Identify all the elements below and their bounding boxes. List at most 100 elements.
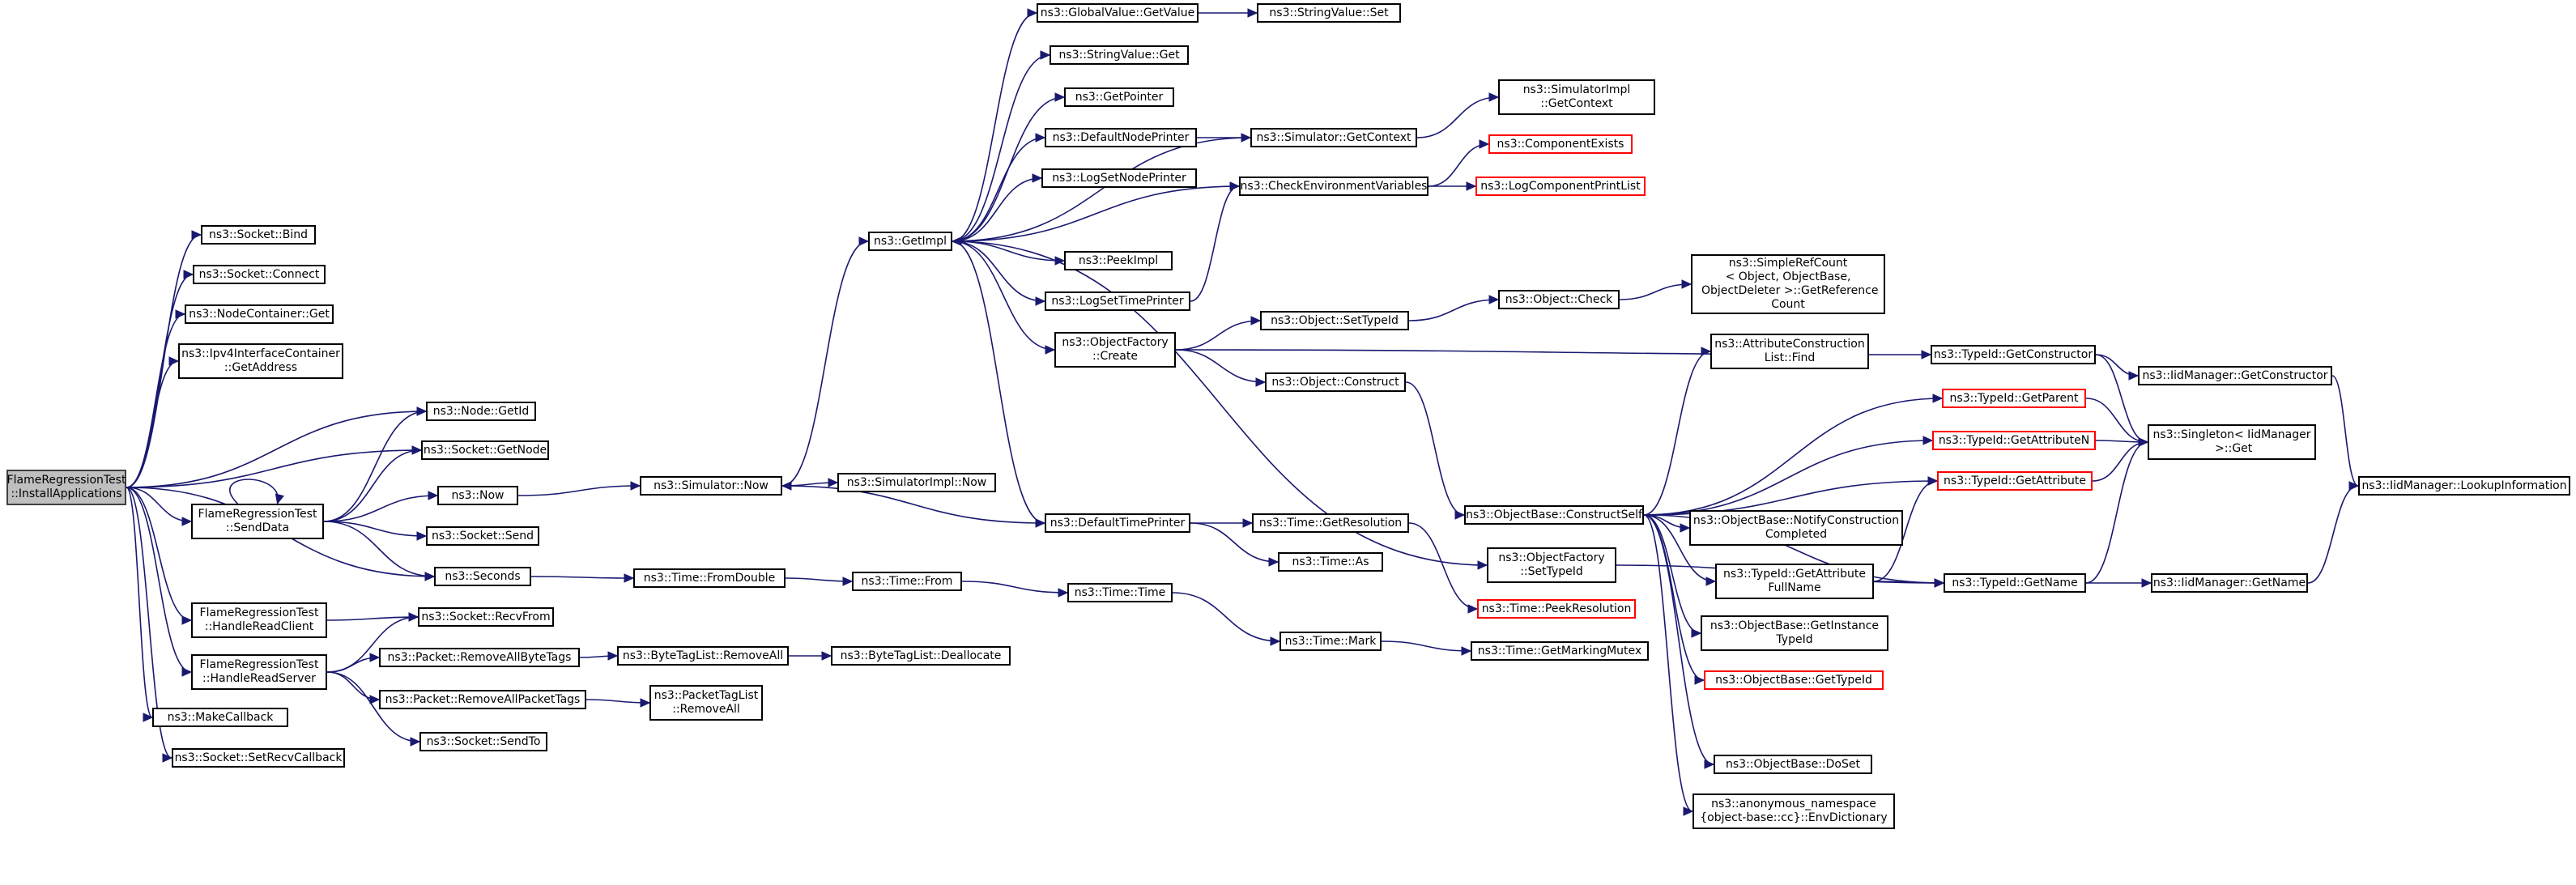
- edge-object-settypeid-to-object-check-arrowhead: [1488, 295, 1500, 304]
- node-simulatorimpl-getcontext[interactable]: ns3::SimulatorImpl ::GetContext: [1498, 79, 1655, 115]
- node-iidmanager-getconstructor[interactable]: ns3::IidManager::GetConstructor: [2138, 366, 2332, 385]
- edge-getimpl-to-logsetnodeprinter: [952, 177, 1042, 242]
- edge-getimpl-to-logsettimeprinter-arrowhead: [1035, 296, 1046, 306]
- edge-typeid-getattributefullname-to-typeid-getattribute-arrowhead: [1927, 476, 1939, 486]
- edge-now-to-simulator-now-arrowhead: [630, 481, 641, 491]
- node-typeid-getattributefullname[interactable]: ns3::TypeId::GetAttribute FullName: [1715, 564, 1874, 599]
- edge-getimpl-to-logsettimeprinter: [952, 240, 1045, 302]
- node-typeid-getconstructor[interactable]: ns3::TypeId::GetConstructor: [1931, 345, 2096, 364]
- edge-checkenvironmentvariables-to-getimpl-arrowhead: [951, 236, 962, 246]
- node-envdictionary[interactable]: ns3::anonymous_namespace {object-base::c…: [1692, 794, 1895, 829]
- node-componentexists[interactable]: ns3::ComponentExists: [1488, 134, 1633, 154]
- node-time-fromdouble[interactable]: ns3::Time::FromDouble: [633, 568, 786, 588]
- edge-root-to-handleread-client-arrowhead: [181, 615, 193, 625]
- node-object-check[interactable]: ns3::Object::Check: [1498, 290, 1620, 309]
- edge-root-to-handleread-server-arrowhead: [181, 667, 193, 677]
- edge-root-to-socket-bind-arrowhead: [191, 230, 202, 240]
- node-objectbase-getinstancetypeid[interactable]: ns3::ObjectBase::GetInstance TypeId: [1701, 615, 1888, 651]
- node-packettaglist-removeall[interactable]: ns3::PacketTagList ::RemoveAll: [649, 685, 763, 721]
- edge-seconds-to-time-fromdouble-arrowhead: [624, 573, 635, 583]
- edge-senddata-to-now-arrowhead: [428, 491, 439, 500]
- edge-objectbase-constructself-to-typeid-getattributen: [1643, 440, 1933, 516]
- node-singleton-get[interactable]: ns3::Singleton< IidManager >::Get: [2148, 424, 2316, 460]
- edge-senddata-to-socket-send: [323, 521, 427, 537]
- node-iidmanager-getname[interactable]: ns3::IidManager::GetName: [2151, 573, 2308, 593]
- node-bytetaglist-deallocate[interactable]: ns3::ByteTagList::Deallocate: [831, 646, 1011, 666]
- node-defaultnodeprinter[interactable]: ns3::DefaultNodePrinter: [1045, 128, 1197, 147]
- node-logsetnodeprinter[interactable]: ns3::LogSetNodePrinter: [1041, 168, 1197, 188]
- node-ipv4-getaddress[interactable]: ns3::Ipv4InterfaceContainer ::GetAddress: [178, 343, 343, 379]
- edge-time-from-to-time-time-arrowhead: [1058, 588, 1069, 598]
- node-socket-bind[interactable]: ns3::Socket::Bind: [201, 225, 316, 245]
- node-socket-sendto[interactable]: ns3::Socket::SendTo: [419, 732, 547, 751]
- node-globalvalue-getvalue[interactable]: ns3::GlobalValue::GetValue: [1037, 3, 1199, 23]
- edge-time-getresolution-to-time-peekresolution-arrowhead: [1467, 604, 1479, 614]
- edge-checkenvironmentvariables-to-getimpl: [952, 185, 1240, 242]
- node-simplerefcount[interactable]: ns3::SimpleRefCount < Object, ObjectBase…: [1691, 254, 1885, 314]
- node-object-construct[interactable]: ns3::Object::Construct: [1265, 372, 1406, 392]
- node-objectfactory-create[interactable]: ns3::ObjectFactory ::Create: [1054, 332, 1176, 368]
- node-getimpl[interactable]: ns3::GetImpl: [868, 232, 952, 251]
- node-peekimpl[interactable]: ns3::PeekImpl: [1064, 251, 1173, 270]
- node-time-time[interactable]: ns3::Time::Time: [1067, 583, 1173, 602]
- node-bytetaglist-removeall[interactable]: ns3::ByteTagList::RemoveAll: [617, 646, 789, 666]
- node-stringvalue-get[interactable]: ns3::StringValue::Get: [1050, 45, 1189, 65]
- edge-objectfactory-create-to-object-construct-arrowhead: [1255, 377, 1267, 387]
- node-node-getid[interactable]: ns3::Node::GetId: [426, 402, 536, 421]
- edge-simulator-now-to-getimpl: [781, 240, 869, 487]
- node-logcomponentprintlist[interactable]: ns3::LogComponentPrintList: [1475, 177, 1646, 196]
- node-packet-removeallbytetags[interactable]: ns3::Packet::RemoveAllByteTags: [379, 648, 580, 667]
- node-typeid-getparent[interactable]: ns3::TypeId::GetParent: [1942, 389, 2086, 408]
- node-typeid-getname[interactable]: ns3::TypeId::GetName: [1944, 573, 2086, 593]
- node-makecallback[interactable]: ns3::MakeCallback: [152, 708, 288, 727]
- edge-iidmanager-getconstructor-to-iidmanager-lookupinformation: [2331, 375, 2359, 487]
- node-checkenvironmentvariables[interactable]: ns3::CheckEnvironmentVariables: [1239, 177, 1429, 196]
- node-stringvalue-set[interactable]: ns3::StringValue::Set: [1257, 3, 1401, 23]
- node-object-settypeid[interactable]: ns3::Object::SetTypeId: [1260, 311, 1409, 330]
- node-time-peekresolution[interactable]: ns3::Time::PeekResolution: [1477, 599, 1636, 619]
- node-typeid-getattributen[interactable]: ns3::TypeId::GetAttributeN: [1932, 431, 2096, 450]
- node-logsettimeprinter[interactable]: ns3::LogSetTimePrinter: [1045, 291, 1190, 311]
- node-socket-connect[interactable]: ns3::Socket::Connect: [193, 265, 326, 284]
- node-defaulttimeprinter[interactable]: ns3::DefaultTimePrinter: [1045, 513, 1190, 533]
- node-now[interactable]: ns3::Now: [437, 486, 518, 505]
- node-attributeconstructionlist-find[interactable]: ns3::AttributeConstruction List::Find: [1710, 334, 1869, 369]
- edge-time-from-to-time-time: [961, 581, 1068, 594]
- node-seconds[interactable]: ns3::Seconds: [434, 567, 531, 586]
- node-nodecontainer-get[interactable]: ns3::NodeContainer::Get: [185, 304, 334, 324]
- node-iidmanager-lookupinformation[interactable]: ns3::IidManager::LookupInformation: [2358, 476, 2570, 496]
- node-simulator-getcontext[interactable]: ns3::Simulator::GetContext: [1250, 128, 1417, 147]
- node-packet-removeallpackettags[interactable]: ns3::Packet::RemoveAllPacketTags: [379, 690, 586, 709]
- node-handleread-server[interactable]: FlameRegressionTest ::HandleReadServer: [191, 654, 327, 690]
- edge-senddata-to-node-getid-arrowhead: [416, 406, 428, 416]
- node-time-from[interactable]: ns3::Time::From: [852, 572, 962, 591]
- node-simulator-now[interactable]: ns3::Simulator::Now: [640, 476, 782, 496]
- node-socket-getnode[interactable]: ns3::Socket::GetNode: [421, 440, 549, 460]
- node-senddata[interactable]: FlameRegressionTest ::SendData: [191, 504, 324, 539]
- edge-getimpl-to-stringvalue-get-arrowhead: [1040, 50, 1051, 60]
- node-time-as[interactable]: ns3::Time::As: [1278, 552, 1383, 572]
- node-objectbase-gettypeid[interactable]: ns3::ObjectBase::GetTypeId: [1704, 670, 1884, 690]
- node-socket-recvfrom[interactable]: ns3::Socket::RecvFrom: [418, 607, 554, 627]
- node-time-mark[interactable]: ns3::Time::Mark: [1279, 632, 1382, 651]
- node-objectbase-constructself[interactable]: ns3::ObjectBase::ConstructSelf: [1464, 505, 1644, 525]
- node-objectbase-doset[interactable]: ns3::ObjectBase::DoSet: [1714, 755, 1872, 774]
- node-getpointer[interactable]: ns3::GetPointer: [1064, 87, 1174, 107]
- node-typeid-getattribute[interactable]: ns3::TypeId::GetAttribute: [1937, 471, 2093, 491]
- edge-objectbase-constructself-to-objectbase-notifyconstructioncompleted-arrowhead: [1680, 523, 1691, 533]
- node-handleread-client[interactable]: FlameRegressionTest ::HandleReadClient: [191, 602, 327, 638]
- edge-time-fromdouble-to-time-from: [785, 577, 853, 582]
- node-time-getmarkingmutex[interactable]: ns3::Time::GetMarkingMutex: [1471, 641, 1649, 661]
- node-objectfactory-settypeid[interactable]: ns3::ObjectFactory ::SetTypeId: [1487, 547, 1616, 583]
- node-socket-send[interactable]: ns3::Socket::Send: [426, 526, 539, 546]
- edge-root-to-handleread-client: [126, 487, 192, 621]
- edge-typeid-getattributefullname-to-typeid-getname: [1873, 581, 1944, 584]
- edge-checkenvironmentvariables-to-logcomponentprintlist-arrowhead: [1466, 181, 1477, 191]
- edge-objectfactory-create-to-object-settypeid-arrowhead: [1250, 316, 1262, 325]
- node-time-getresolution[interactable]: ns3::Time::GetResolution: [1252, 513, 1409, 533]
- edge-root-to-handleread-server: [126, 487, 192, 673]
- edge-typeid-getattributefullname-to-typeid-getname-arrowhead: [1934, 578, 1945, 588]
- node-simulatorimpl-now[interactable]: ns3::SimulatorImpl::Now: [837, 473, 996, 492]
- node-objectbase-notifyconstructioncompleted[interactable]: ns3::ObjectBase::NotifyConstruction Comp…: [1689, 510, 1903, 546]
- node-socket-setrecvcallback[interactable]: ns3::Socket::SetRecvCallback: [172, 748, 345, 768]
